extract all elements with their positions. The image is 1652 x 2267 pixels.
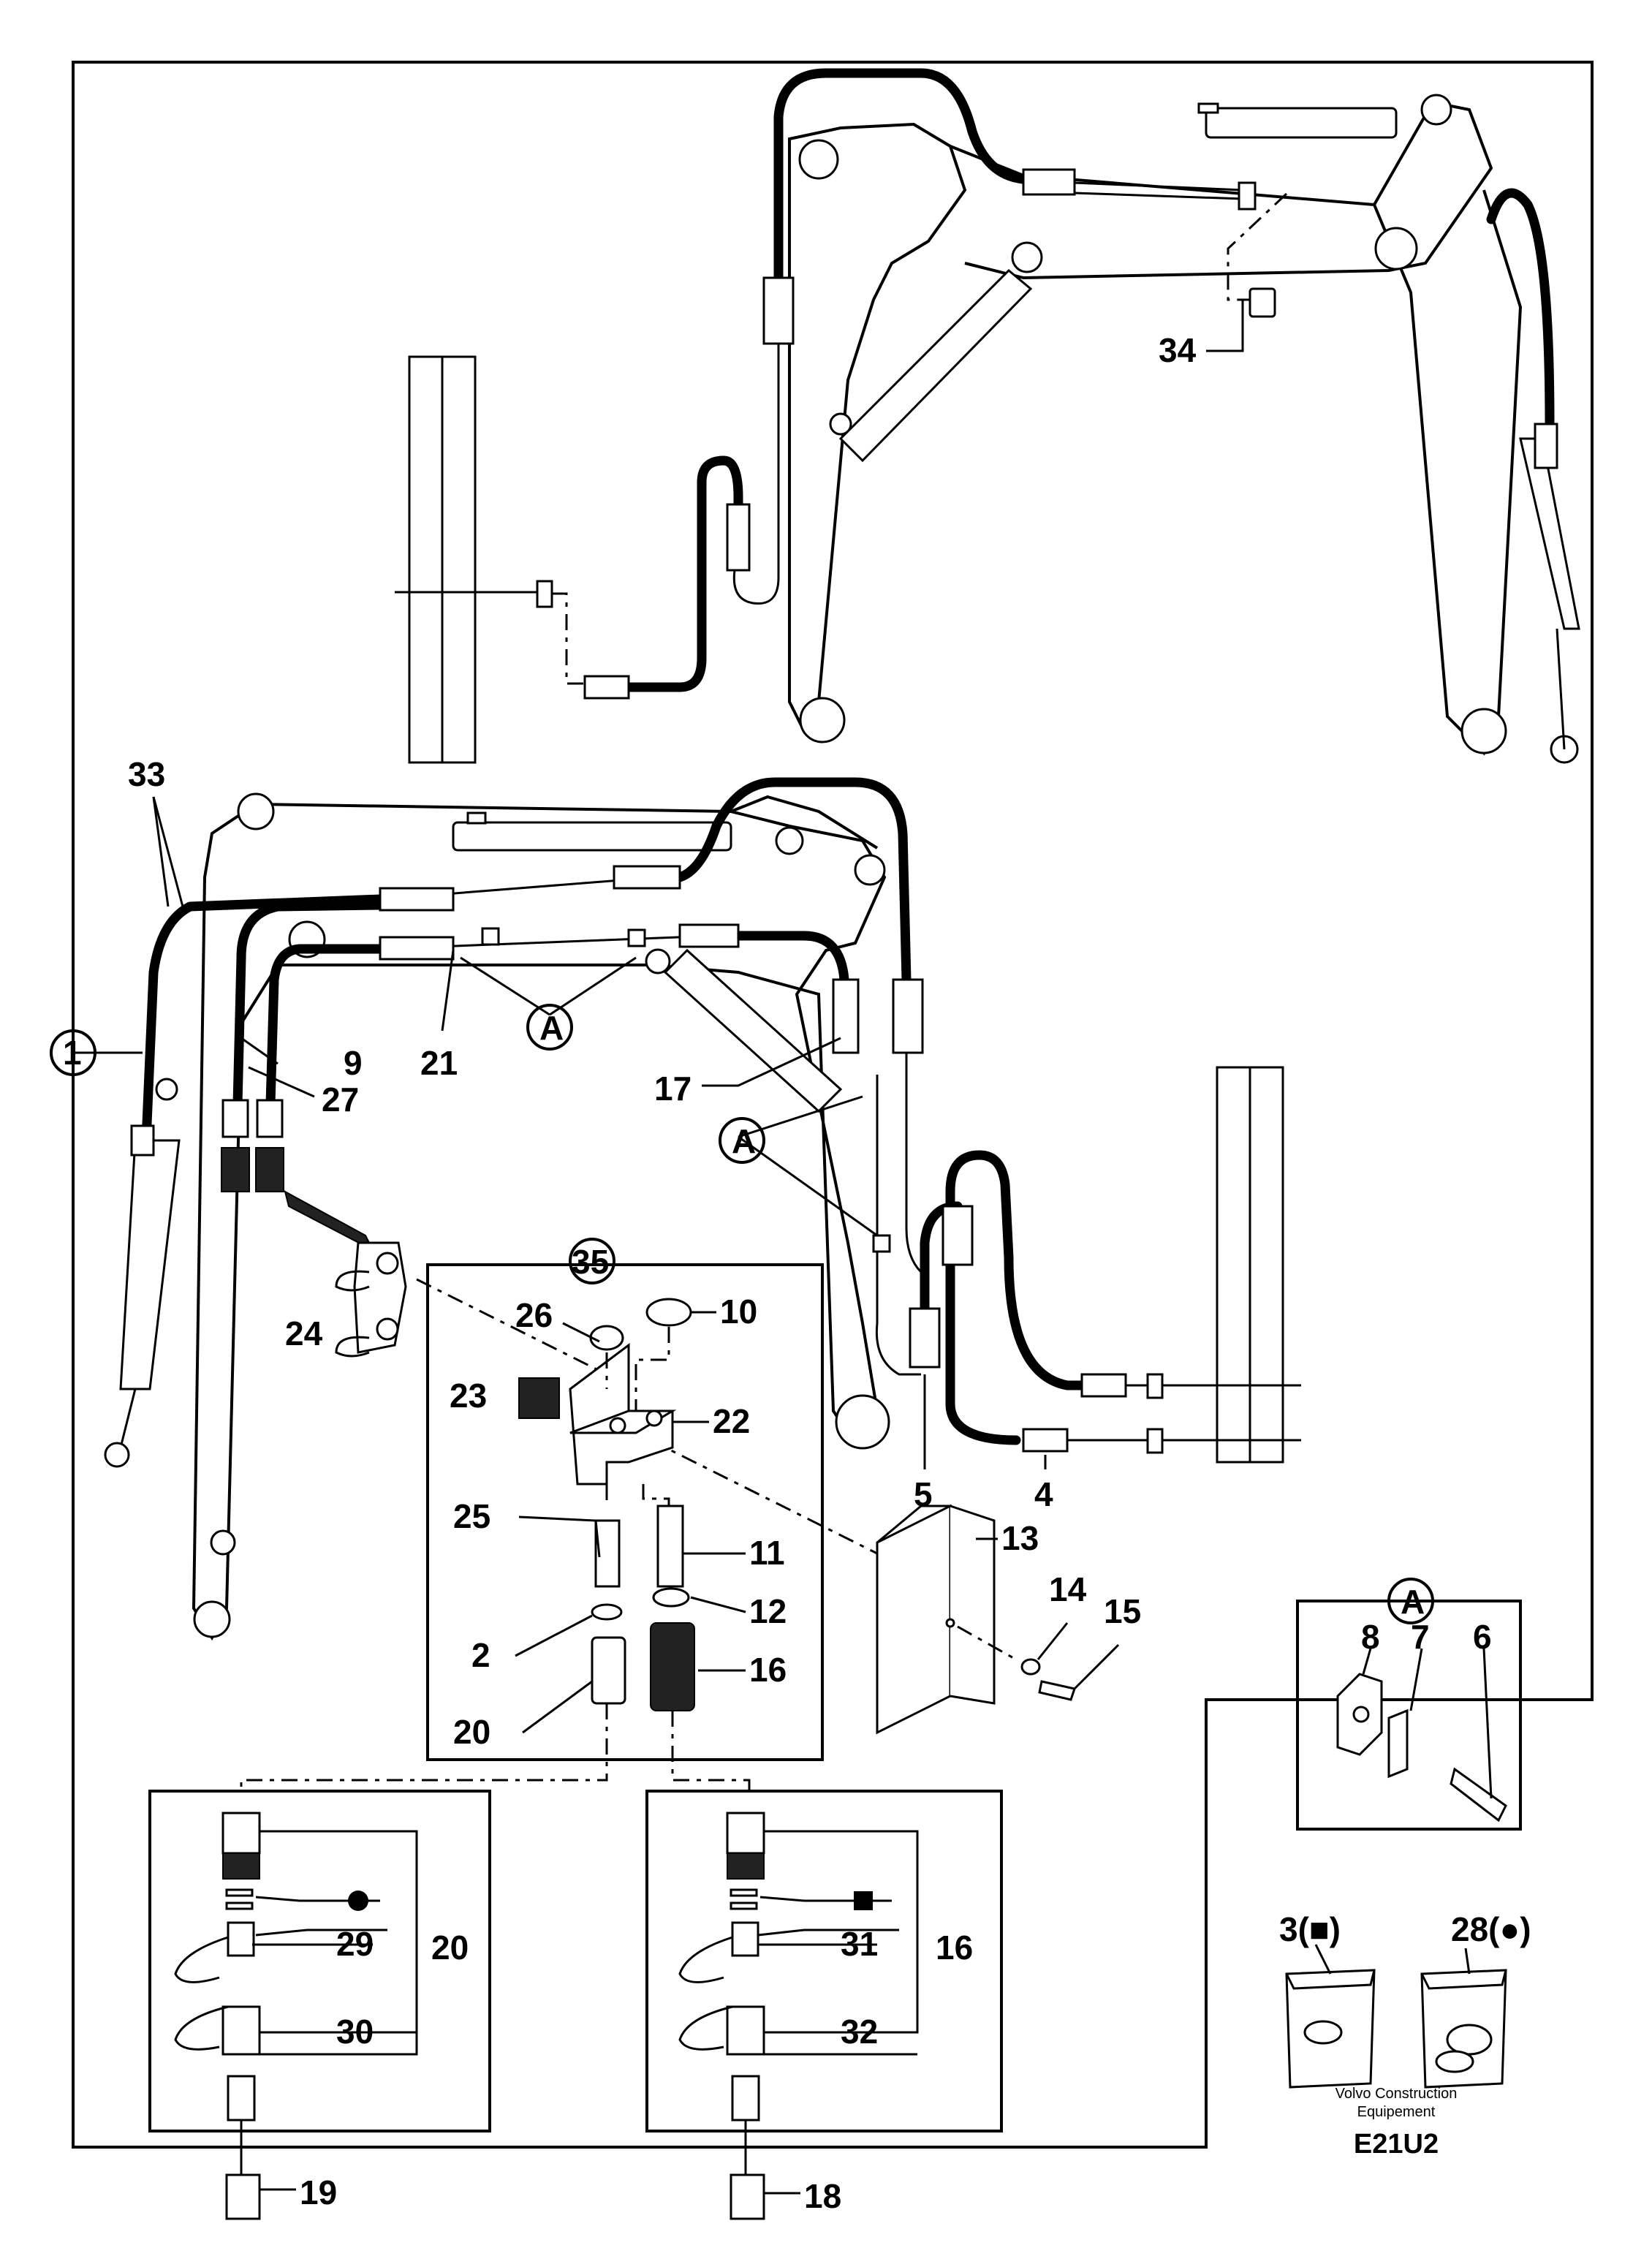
label-19: 19 [300, 2173, 337, 2211]
upper-hose-c [602, 455, 743, 692]
oring-2 [591, 1603, 623, 1621]
maker-line-1: Volvo Construction [1335, 2086, 1458, 2102]
upper-hose-a [773, 68, 1028, 298]
label-26: 26 [515, 1296, 553, 1334]
label-4: 4 [1034, 1475, 1053, 1513]
hose-4 [945, 1150, 1102, 1445]
label-23: 23 [450, 1377, 487, 1415]
hose-27 [265, 944, 385, 1109]
label-25: 25 [453, 1497, 490, 1535]
coupling-20 [591, 1636, 626, 1705]
square-symbol [854, 1891, 873, 1910]
hose-upper-loop [675, 777, 912, 985]
cover-13 [876, 1504, 996, 1735]
main-frame [72, 61, 1594, 2149]
label-1: 1 [63, 1034, 82, 1072]
label-7: 7 [1411, 1618, 1430, 1656]
box-a-detail [1296, 1600, 1522, 1831]
oring-12 [652, 1587, 690, 1608]
washer-14 [1020, 1658, 1041, 1676]
label-a3: A [1401, 1583, 1425, 1621]
label-29: 29 [336, 1925, 374, 1963]
adapter-11 [656, 1505, 684, 1588]
label-16b: 16 [936, 1929, 973, 1967]
label-22: 22 [713, 1402, 750, 1440]
label-23 [518, 1377, 560, 1419]
label-20a: 20 [453, 1713, 490, 1751]
diagram-code: E21U2 [1354, 2129, 1439, 2160]
label-15: 15 [1104, 1592, 1141, 1630]
maker-line-2: Equipement [1357, 2104, 1436, 2120]
label-28: 28(●) [1451, 1910, 1531, 1948]
label-24: 24 [285, 1314, 323, 1352]
label-17: 17 [654, 1070, 692, 1108]
label-20b: 20 [431, 1929, 469, 1967]
label-21: 21 [420, 1044, 458, 1082]
hose-33 [141, 894, 385, 1146]
washer-26 [589, 1325, 624, 1351]
nipple-18 [730, 2173, 765, 2220]
leader-lines [73, 796, 1493, 2195]
box-35 [426, 1263, 824, 1761]
lower-boom-assembly [104, 792, 890, 1641]
bag-28 [1420, 1969, 1507, 2089]
label-27: 27 [322, 1080, 359, 1119]
bag-3 [1285, 1969, 1376, 2089]
label-11: 11 [749, 1534, 785, 1572]
plug-34 [1249, 287, 1276, 318]
label-6: 6 [1473, 1618, 1492, 1656]
label-13: 13 [1001, 1519, 1039, 1557]
label-35: 35 [572, 1243, 609, 1281]
upper-boom-assembly [788, 94, 1580, 764]
label-16a: 16 [749, 1651, 787, 1689]
hose-17 [711, 931, 849, 985]
label-12: 12 [749, 1592, 787, 1630]
clamp-24 [284, 1190, 407, 1358]
box-20 [148, 1790, 491, 2132]
callout-a3-circle [1387, 1578, 1434, 1624]
label-a1: A [539, 1009, 564, 1047]
label-14: 14 [1049, 1570, 1087, 1608]
label-5: 5 [914, 1475, 933, 1513]
upper-left-rack [395, 355, 585, 764]
box-16 [645, 1790, 1003, 2132]
label-9: 9 [344, 1044, 363, 1082]
label-a2: A [732, 1122, 756, 1160]
callout-a2-circle [719, 1117, 765, 1164]
label-34: 34 [1159, 331, 1197, 369]
callout-35-circle [569, 1238, 615, 1284]
nipple-19 [225, 2173, 261, 2220]
coupling-16 [650, 1622, 695, 1711]
dot-symbol [348, 1891, 368, 1911]
nut-10 [645, 1298, 692, 1327]
label-3: 3(■) [1279, 1910, 1341, 1948]
stud-25 [594, 1519, 621, 1588]
label-32: 32 [841, 2013, 878, 2051]
upper-hose-b [1486, 188, 1555, 429]
bracket-22 [569, 1343, 677, 1486]
label-18: 18 [804, 2177, 841, 2215]
callout-a1-circle [526, 1004, 573, 1051]
label-2: 2 [471, 1636, 490, 1674]
lower-right-rack [1067, 1066, 1301, 1464]
label-31: 31 [841, 1925, 878, 1963]
label-33: 33 [128, 755, 165, 793]
label-10: 10 [720, 1293, 757, 1331]
label-30: 30 [336, 2013, 374, 2051]
callout-1-circle [50, 1029, 96, 1076]
label-8: 8 [1361, 1618, 1380, 1656]
bolt-15 [1038, 1680, 1076, 1701]
hose-9 [232, 900, 385, 1109]
